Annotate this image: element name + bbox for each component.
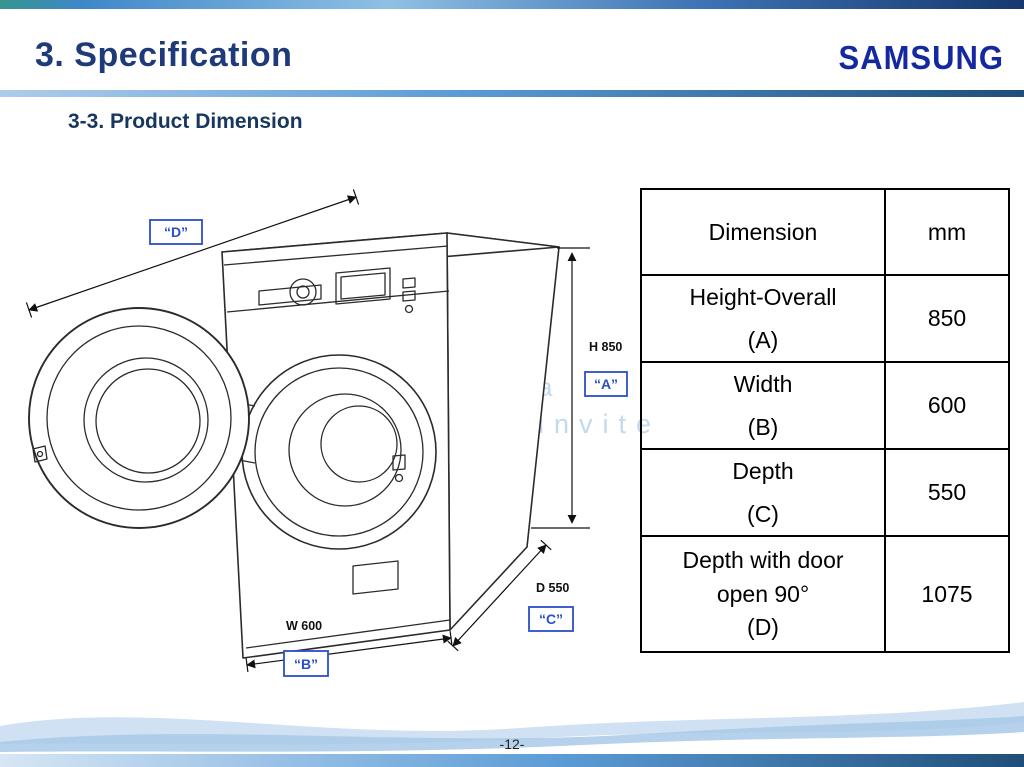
page-number: -12- xyxy=(499,736,525,752)
table-cell-value: 1075 xyxy=(884,535,1010,654)
footer-wave-decoration xyxy=(0,702,1024,752)
table-cell-dimension: Depth (C) xyxy=(640,448,886,538)
depth-dimension-text: D 550 xyxy=(536,581,569,595)
cell-line: Height-Overall xyxy=(689,284,837,310)
label-a: “A” xyxy=(594,376,618,392)
washer-dimension-diagram: “D” H 850 “A” D 550 “C” xyxy=(15,160,635,690)
label-c: “C” xyxy=(539,611,563,627)
width-dimension-text: W 600 xyxy=(286,619,322,633)
table-header-dimension: Dimension xyxy=(640,188,886,276)
header-divider-bar xyxy=(0,90,1024,97)
watermark-line2: invite xyxy=(538,409,662,439)
dimension-table: Dimension mm Height-Overall (A) 850 Widt… xyxy=(640,188,1010,654)
table-cell-value: 550 xyxy=(884,448,1010,538)
table-row: Depth (C) 550 xyxy=(640,448,1010,538)
cell-line: (C) xyxy=(747,500,779,527)
table-cell-dimension: Depth with door open 90° (D) xyxy=(640,535,886,654)
cell-line: Depth with door xyxy=(682,547,844,574)
washing-machine-drawing: “D” H 850 “A” D 550 “C” xyxy=(25,189,628,677)
cell-line: Depth xyxy=(732,458,794,485)
top-accent-bar xyxy=(0,0,1024,9)
open-door xyxy=(28,307,250,529)
table-cell-dimension: Height-Overall (A) xyxy=(640,273,886,364)
samsung-logo: SAMSUNG xyxy=(838,38,1004,77)
label-box-a: “A” xyxy=(584,371,628,397)
label-box-d: “D” xyxy=(149,219,203,245)
dimension-arrow-width xyxy=(245,631,453,672)
label-b: “B” xyxy=(294,656,318,672)
label-d: “D” xyxy=(164,224,188,240)
door-latch-detail xyxy=(392,454,406,483)
table-row: Width (B) 600 xyxy=(640,361,1010,451)
cell-line: (D) xyxy=(747,613,779,640)
dimension-arrow-height xyxy=(531,247,590,529)
page-title: 3. Specification xyxy=(35,36,293,74)
bottom-accent-bar xyxy=(0,754,1024,767)
dimension-table-container: Dimension mm Height-Overall (A) 850 Widt… xyxy=(640,188,1010,654)
cell-line: (A) xyxy=(747,326,779,353)
label-box-b: “B” xyxy=(283,650,329,677)
table-cell-dimension: Width (B) xyxy=(640,361,886,451)
label-box-c: “C” xyxy=(528,606,574,632)
table-row: Height-Overall (A) 850 xyxy=(640,273,1010,364)
table-cell-value: 600 xyxy=(884,361,1010,451)
drum-opening xyxy=(241,354,437,550)
section-subtitle: 3-3. Product Dimension xyxy=(68,110,303,133)
table-header-row: Dimension mm xyxy=(640,188,1010,276)
table-row: Depth with door open 90° (D) 1075 xyxy=(640,535,1010,654)
cell-line: (B) xyxy=(747,413,779,440)
table-cell-value: 850 xyxy=(884,273,1010,364)
table-header-mm: mm xyxy=(884,188,1010,276)
cell-line: open 90° xyxy=(716,580,810,607)
dimension-arrow-d xyxy=(25,189,360,318)
height-dimension-text: H 850 xyxy=(589,340,622,354)
cell-line: Width xyxy=(733,371,793,398)
kick-plate xyxy=(352,560,399,595)
